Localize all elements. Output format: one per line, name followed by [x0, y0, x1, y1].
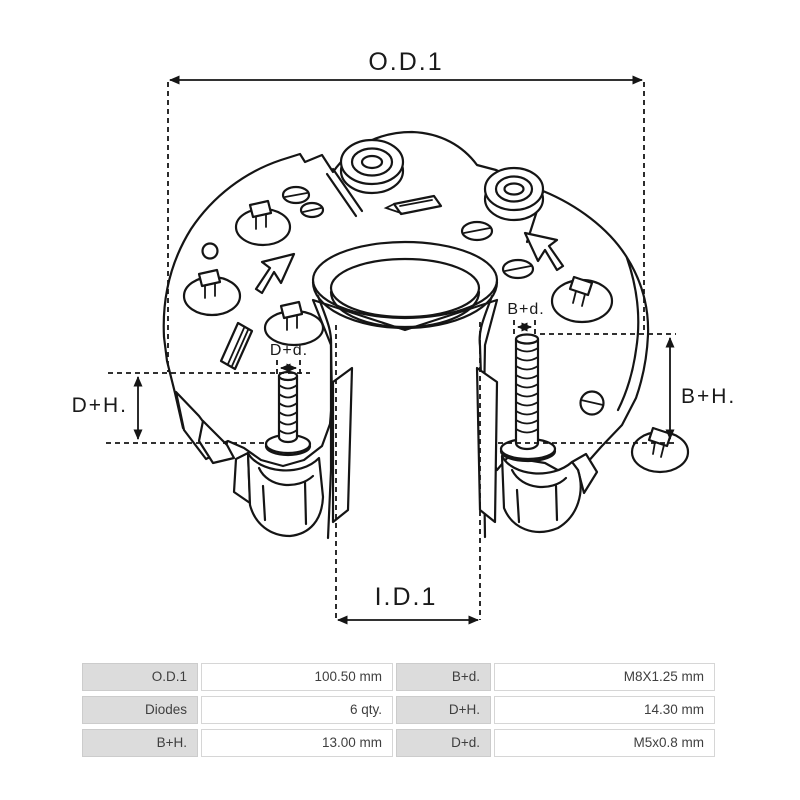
- spec-label: D+H.: [396, 696, 491, 724]
- dimension-bd: B+d.: [507, 301, 544, 337]
- rectifier-illustration: [162, 130, 690, 540]
- tube-flap-left: [331, 366, 354, 524]
- dimension-id1: I.D.1: [335, 322, 481, 625]
- spec-value: 100.50 mm: [201, 663, 393, 691]
- central-collar: [311, 240, 499, 330]
- rivet-diode-1: [234, 199, 292, 247]
- rivet-diode-3: [263, 300, 325, 347]
- bracket-left: [232, 451, 325, 538]
- spec-value: 13.00 mm: [201, 729, 393, 757]
- rivet-diode-2: [182, 268, 242, 317]
- slot-top: [383, 194, 443, 216]
- dimension-od1: O.D.1: [167, 48, 645, 372]
- spec-label: B+H.: [82, 729, 198, 757]
- bracket-right: [500, 452, 599, 533]
- spec-value: 6 qty.: [201, 696, 393, 724]
- spec-label: Diodes: [82, 696, 198, 724]
- dim-label-od1: O.D.1: [368, 48, 443, 76]
- tube-flap-right: [475, 366, 499, 524]
- spec-label: D+d.: [396, 729, 491, 757]
- spec-value: M8X1.25 mm: [494, 663, 715, 691]
- spec-label: O.D.1: [82, 663, 198, 691]
- dimension-bh: B+H.: [498, 333, 736, 444]
- stud-left: [264, 370, 312, 457]
- dimension-annotations: O.D.1 I.D.1 D+H. B+H.: [72, 48, 736, 625]
- center-tube: [316, 294, 499, 540]
- dim-label-dd: D+d.: [270, 342, 308, 359]
- stamped-arrow-left: [254, 252, 296, 295]
- dimension-dh: D+H.: [72, 372, 310, 444]
- rivet-diode-4: [550, 275, 614, 324]
- rectifier-dimension-drawing: O.D.1 I.D.1 D+H. B+H.: [72, 48, 736, 625]
- rivet-diode-5: [630, 426, 690, 474]
- dim-label-bd: B+d.: [507, 301, 544, 318]
- press-diode-left: [339, 138, 405, 195]
- spec-table: O.D.1 100.50 mm B+d. M8X1.25 mm Diodes 6…: [82, 663, 718, 757]
- dimension-dd: D+d.: [270, 342, 308, 376]
- plate-side-edge-right: [616, 256, 640, 412]
- spec-value: 14.30 mm: [494, 696, 715, 724]
- dim-label-bh: B+H.: [681, 385, 736, 408]
- stamped-arrow-right: [523, 231, 565, 272]
- stud-right: [499, 333, 557, 463]
- dim-label-dh: D+H.: [72, 394, 128, 417]
- slot-lower-left: [219, 321, 254, 371]
- plate-holes: [201, 185, 605, 416]
- fin-left-2: [197, 419, 236, 465]
- plate-joint-left: [325, 167, 364, 218]
- press-diode-right: [483, 166, 545, 222]
- spec-value: M5x0.8 mm: [494, 729, 715, 757]
- spec-label: B+d.: [396, 663, 491, 691]
- dim-label-id1: I.D.1: [375, 583, 438, 611]
